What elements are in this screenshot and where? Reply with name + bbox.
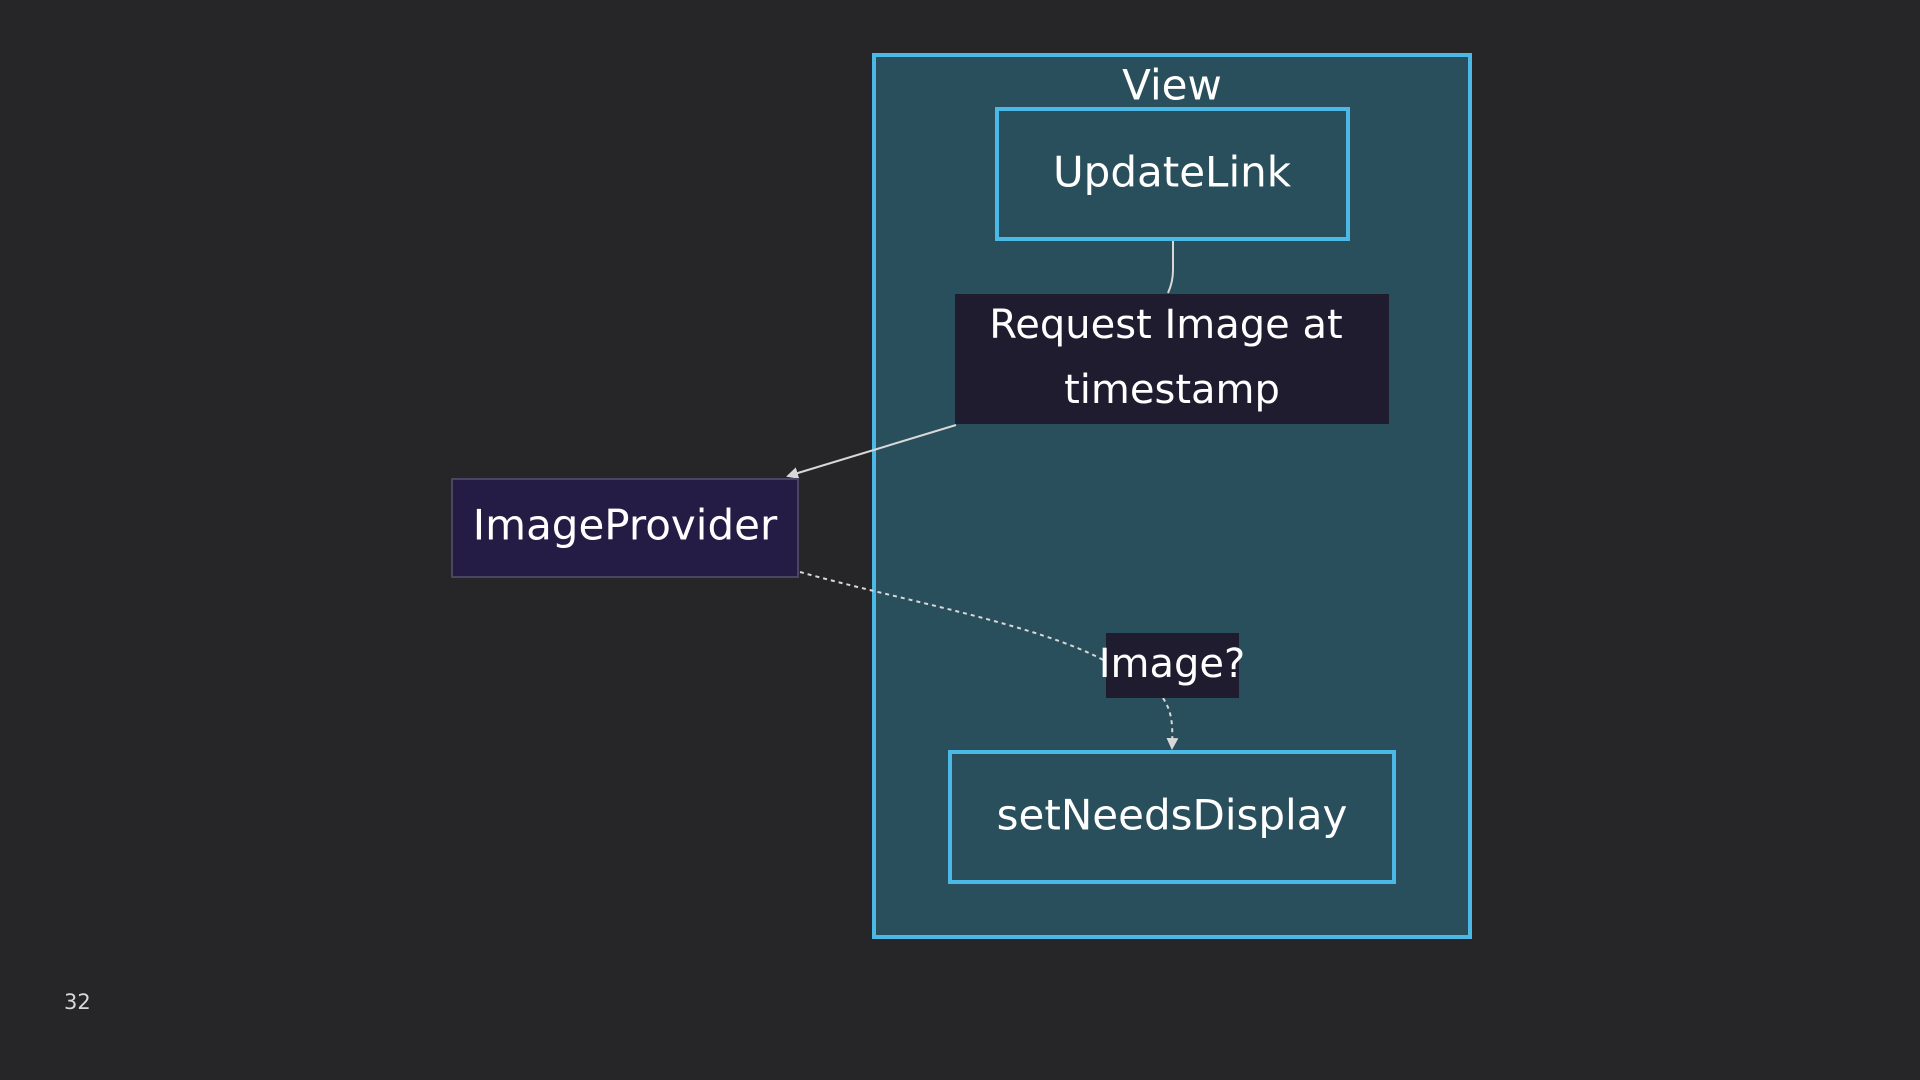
update-link-label: UpdateLink: [1053, 148, 1292, 197]
image-label-box: [1106, 633, 1239, 698]
page-number: 32: [64, 990, 91, 1014]
request-image-label-line1: Request Image at: [989, 302, 1342, 348]
image-edge-lower: [1162, 697, 1179, 750]
request-image-edge-lower: [786, 424, 957, 479]
set-needs-display-label: setNeedsDisplay: [997, 791, 1348, 840]
request-image-label-box: [955, 294, 1389, 424]
request-image-edge: [1167, 240, 1174, 294]
request-image-label-line2: timestamp: [1064, 367, 1280, 413]
image-label: Image?: [1099, 641, 1246, 687]
image-provider-node[interactable]: [451, 478, 799, 578]
view-subgraph-label: View: [1122, 61, 1222, 110]
update-link-node[interactable]: [995, 107, 1350, 241]
image-provider-label: ImageProvider: [473, 501, 778, 550]
image-edge: [799, 571, 1106, 662]
set-needs-display-node[interactable]: [948, 750, 1396, 884]
